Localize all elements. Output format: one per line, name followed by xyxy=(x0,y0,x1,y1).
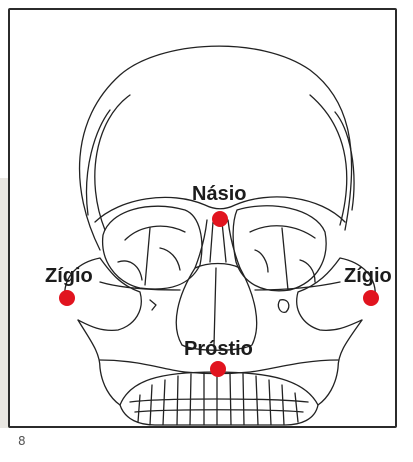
tooth-crown-line xyxy=(135,410,303,412)
tooth-crown-line xyxy=(130,399,308,402)
right-orbit-detail xyxy=(255,250,268,272)
nasal-septum xyxy=(214,268,216,345)
left-zygoma-line xyxy=(100,282,180,290)
right-zygoma-line xyxy=(255,282,340,290)
tooth xyxy=(282,385,284,425)
zigio-right-label: Zígio xyxy=(344,266,392,286)
right-temporal-line xyxy=(310,95,347,225)
tooth xyxy=(295,393,298,422)
prostio-label: Próstio xyxy=(184,339,253,359)
nasio-label: Násio xyxy=(192,184,246,204)
left-orbit-detail xyxy=(118,261,142,280)
temporal-detail xyxy=(87,110,110,215)
left-orbit-detail xyxy=(160,248,180,270)
figure-number: 8 xyxy=(18,434,26,448)
nasal-bone xyxy=(210,222,213,262)
left-orbit-detail xyxy=(125,226,185,240)
left-maxilla-detail xyxy=(150,300,156,310)
tooth xyxy=(150,385,152,425)
tooth xyxy=(177,376,178,425)
nasio-point xyxy=(212,211,228,227)
zigio-right-point xyxy=(363,290,379,306)
nasal-bone xyxy=(222,222,226,262)
tooth xyxy=(163,380,165,425)
right-maxilla xyxy=(318,320,362,405)
zigio-left-label: Zígio xyxy=(45,266,93,286)
left-orbit xyxy=(103,206,202,289)
prostio-point xyxy=(210,361,226,377)
left-maxilla xyxy=(78,320,120,405)
tooth xyxy=(138,395,140,422)
tooth xyxy=(269,380,271,425)
nasal-bone xyxy=(228,220,240,268)
right-orbit-detail xyxy=(282,228,288,290)
left-orbit-detail xyxy=(145,228,150,285)
right-orbit-detail xyxy=(300,260,315,282)
right-orbit xyxy=(233,206,326,291)
right-maxilla-detail xyxy=(278,300,288,313)
tooth xyxy=(256,376,258,425)
zigio-left-point xyxy=(59,290,75,306)
